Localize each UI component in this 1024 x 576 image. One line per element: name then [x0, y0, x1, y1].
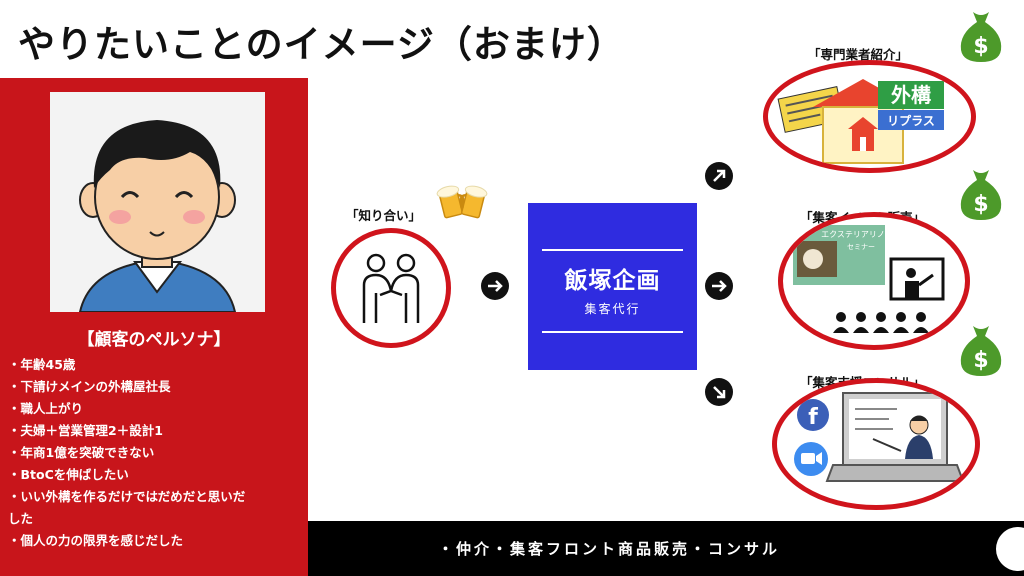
service-referral-circle: 外構 リプラス — [763, 60, 976, 173]
acquaintance-label: 「知り合い」 — [346, 208, 422, 223]
beer-mugs-icon — [436, 180, 488, 224]
slide-title: エクステリアリノート — [821, 230, 901, 239]
persona-panel: 【顧客のペルソナ】 ・年齢45歳 ・下請けメインの外構屋社長 ・職人上がり ・夫… — [0, 78, 308, 576]
company-subtitle: 集客代行 — [584, 302, 641, 316]
persona-item: ・いい外構を作るだけではだめだと思いだ — [8, 489, 246, 504]
divider — [542, 331, 683, 333]
slide-subtitle: セミナー — [847, 243, 875, 251]
svg-text:$: $ — [973, 348, 988, 373]
arrow-up-right-icon — [705, 162, 733, 190]
acquaintance-circle — [331, 228, 451, 348]
persona-item: ・年商1億を突破できない — [8, 445, 155, 460]
bottom-bar-text: ・仲介・集客フロント商品販売・コンサル — [438, 540, 781, 558]
persona-item: ・BtoCを伸ばしたい — [8, 467, 129, 482]
svg-text:$: $ — [973, 192, 988, 217]
arrow-right-icon — [481, 272, 509, 300]
facebook-icon: f — [797, 399, 829, 431]
service-consult-circle: f — [772, 378, 980, 510]
bar-circle-decoration — [996, 527, 1024, 571]
svg-text:$: $ — [973, 34, 988, 59]
logo-top-text: 外構 — [891, 83, 931, 107]
persona-item: した — [8, 511, 34, 526]
handshake-icon — [362, 253, 420, 323]
persona-item: ・職人上がり — [8, 401, 84, 416]
persona-portrait — [50, 92, 265, 312]
company-box: 飯塚企画 集客代行 — [528, 203, 697, 370]
persona-item: ・年齢45歳 — [8, 357, 76, 372]
persona-item: ・下請けメインの外構屋社長 — [8, 379, 171, 394]
money-bag-icon: $ — [955, 166, 1007, 222]
divider — [542, 249, 683, 251]
persona-heading: 【顧客のペルソナ】 — [77, 330, 231, 350]
zoom-icon — [794, 442, 828, 476]
arrow-right-icon — [705, 272, 733, 300]
logo-bottom-text: リプラス — [887, 113, 935, 128]
persona-list: ・年齢45歳 ・下請けメインの外構屋社長 ・職人上がり ・夫婦＋営業管理2＋設計… — [8, 354, 306, 552]
company-name: 飯塚企画 — [564, 268, 661, 294]
house-referral-illustration: 外構 リプラス — [777, 79, 944, 164]
persona-item: ・個人の力の限界を感じだした — [8, 533, 184, 548]
person-illustration — [50, 92, 265, 312]
arrow-down-right-icon — [705, 378, 733, 406]
service-label: 「専門業者紹介」 — [808, 47, 909, 62]
service-event-circle: エクステリアリノート セミナー — [778, 212, 970, 350]
online-consult-illustration: f — [794, 392, 965, 482]
page-title: やりたいことのイメージ（おまけ） — [18, 23, 625, 66]
persona-item: ・夫婦＋営業管理2＋設計1 — [8, 423, 163, 438]
bottom-bar: ・仲介・集客フロント商品販売・コンサル — [308, 521, 1024, 576]
money-bag-icon: $ — [955, 8, 1007, 64]
money-bag-icon: $ — [955, 322, 1007, 378]
seminar-illustration: エクステリアリノート セミナー — [793, 225, 945, 333]
svg-text:f: f — [808, 405, 818, 430]
